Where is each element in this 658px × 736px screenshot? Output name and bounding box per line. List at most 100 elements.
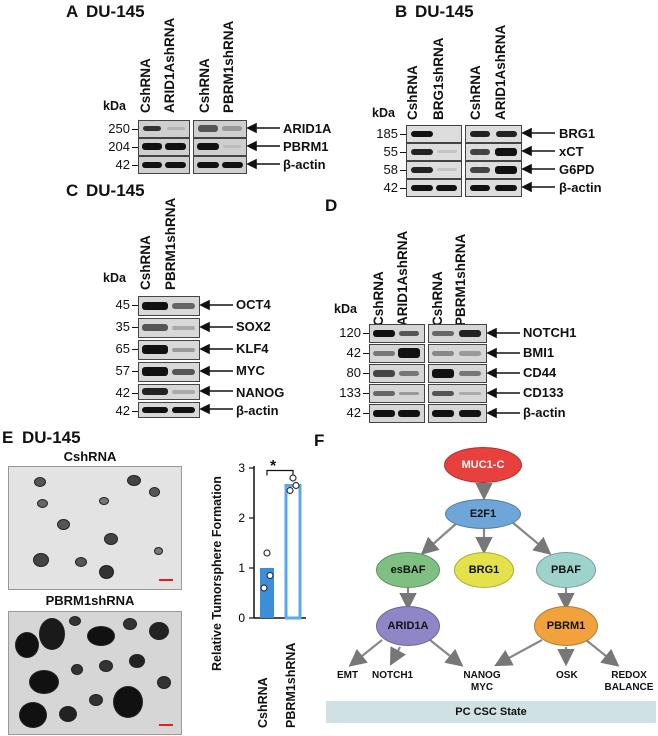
lane-label: ARID1AshRNA (162, 17, 177, 113)
mw-marker: 120 (339, 325, 361, 340)
y-tick-label: 0 (238, 611, 245, 625)
data-point (266, 571, 274, 580)
panel-letter: A (66, 2, 79, 21)
blot-strip (369, 384, 425, 403)
protein-label: ARID1A (283, 121, 332, 136)
protein-label: CD133 (523, 385, 564, 400)
lane-label: CshRNA (405, 65, 420, 120)
protein-label: OCT4 (236, 297, 271, 312)
image-label: PBRM1shRNA (45, 593, 135, 608)
arrow-icons (246, 122, 280, 170)
data-point (263, 549, 271, 557)
blot-strip (193, 156, 247, 174)
node-pbrm1: PBRM1 (534, 606, 598, 646)
mw-marker: 45 (115, 297, 130, 312)
blot-strip (428, 364, 487, 383)
lane-label: CshRNA (371, 271, 386, 326)
node-pbaf: PBAF (536, 552, 596, 588)
target-osk: OSK (556, 670, 578, 681)
kda-label: kDa (103, 271, 126, 285)
protein-label: β-actin (523, 405, 566, 420)
mw-marker: 42 (383, 180, 398, 195)
mw-marker: 57 (115, 363, 130, 378)
cell-line-title: DU-145 (86, 2, 145, 21)
blot-strip (138, 402, 200, 418)
protein-label: NANOG (236, 385, 285, 400)
mw-marker: 42 (115, 157, 130, 172)
y-axis-label: Relative Tumorsphere Formation (210, 476, 224, 671)
y-tick-label: 2 (238, 511, 245, 525)
lane-label: BRG1shRNA (431, 37, 446, 120)
blot-strip (406, 179, 462, 197)
protein-label: G6PD (559, 162, 595, 177)
mw-marker: 204 (108, 139, 130, 154)
panel-letter: E (2, 428, 14, 447)
micrograph-pbrm1-knockdown (8, 611, 182, 735)
blot-strip (406, 143, 462, 161)
blot-strip (138, 362, 200, 382)
lane-label: PBRM1shRNA (453, 233, 468, 326)
target-emt: EMT (337, 670, 359, 681)
panel-letter: F (314, 431, 325, 450)
node-arid1a: ARID1A (376, 606, 440, 646)
node-esbaf: esBAF (376, 552, 440, 588)
arrow-icons (199, 299, 233, 415)
mw-marker: 80 (346, 365, 361, 380)
blot-strip (138, 340, 200, 360)
protein-label: β-actin (283, 157, 326, 172)
protein-label: NOTCH1 (523, 325, 577, 340)
protein-label: BRG1 (559, 126, 596, 141)
panel-letter: C (66, 181, 79, 200)
protein-label: xCT (559, 144, 584, 159)
bar (284, 484, 302, 620)
target-balance: BALANCE (604, 682, 654, 693)
pathway-connectors (348, 482, 620, 667)
mw-marker: 58 (383, 162, 398, 177)
blot-strip (406, 125, 462, 143)
blot-strip (428, 324, 487, 343)
kda-label: kDa (334, 302, 357, 316)
target-myc: MYC (470, 682, 494, 693)
mw-marker: 55 (383, 144, 398, 159)
data-point (286, 486, 294, 495)
blot-strip (465, 179, 522, 197)
lane-label: PBRM1shRNA (221, 20, 236, 113)
lane-label: PBRM1shRNA (163, 197, 178, 290)
mw-marker: 35 (115, 319, 130, 334)
micrograph-control (8, 466, 182, 590)
blot-strip (369, 364, 425, 383)
protein-label: MYC (236, 363, 265, 378)
mw-marker: 65 (115, 341, 130, 356)
kda-label: kDa (103, 99, 126, 113)
node-brg1: BRG1 (454, 552, 514, 588)
bar (260, 568, 274, 618)
blot-strip (465, 125, 522, 143)
blot-strip (138, 138, 190, 156)
lane-label: ARID1AshRNA (493, 24, 508, 120)
blot-strip (428, 344, 487, 363)
data-point (292, 481, 300, 490)
mw-marker: 185 (376, 126, 398, 141)
blot-strip (369, 404, 425, 423)
protein-label: BMI1 (523, 345, 555, 360)
target-redox: REDOX (611, 670, 647, 681)
protein-label: β-actin (559, 180, 602, 195)
x-tick-label: PBRM1shRNA (284, 642, 298, 728)
blot-strip (428, 384, 487, 403)
data-point (289, 474, 297, 482)
y-tick-label: 1 (238, 561, 245, 575)
blot-strip (369, 324, 425, 343)
blot-strip (138, 384, 200, 400)
cell-line-title: DU-145 (86, 181, 145, 200)
lane-label: CshRNA (138, 235, 153, 290)
protein-label: CD44 (523, 365, 557, 380)
blot-strip (465, 161, 522, 179)
significance-bracket (266, 469, 294, 476)
mw-marker: 250 (108, 121, 130, 136)
blot-strip (138, 296, 200, 316)
cell-line-title: DU-145 (22, 428, 81, 447)
panel-letter: D (325, 196, 338, 215)
protein-label: KLF4 (236, 341, 269, 356)
significance-marker: * (270, 458, 277, 475)
